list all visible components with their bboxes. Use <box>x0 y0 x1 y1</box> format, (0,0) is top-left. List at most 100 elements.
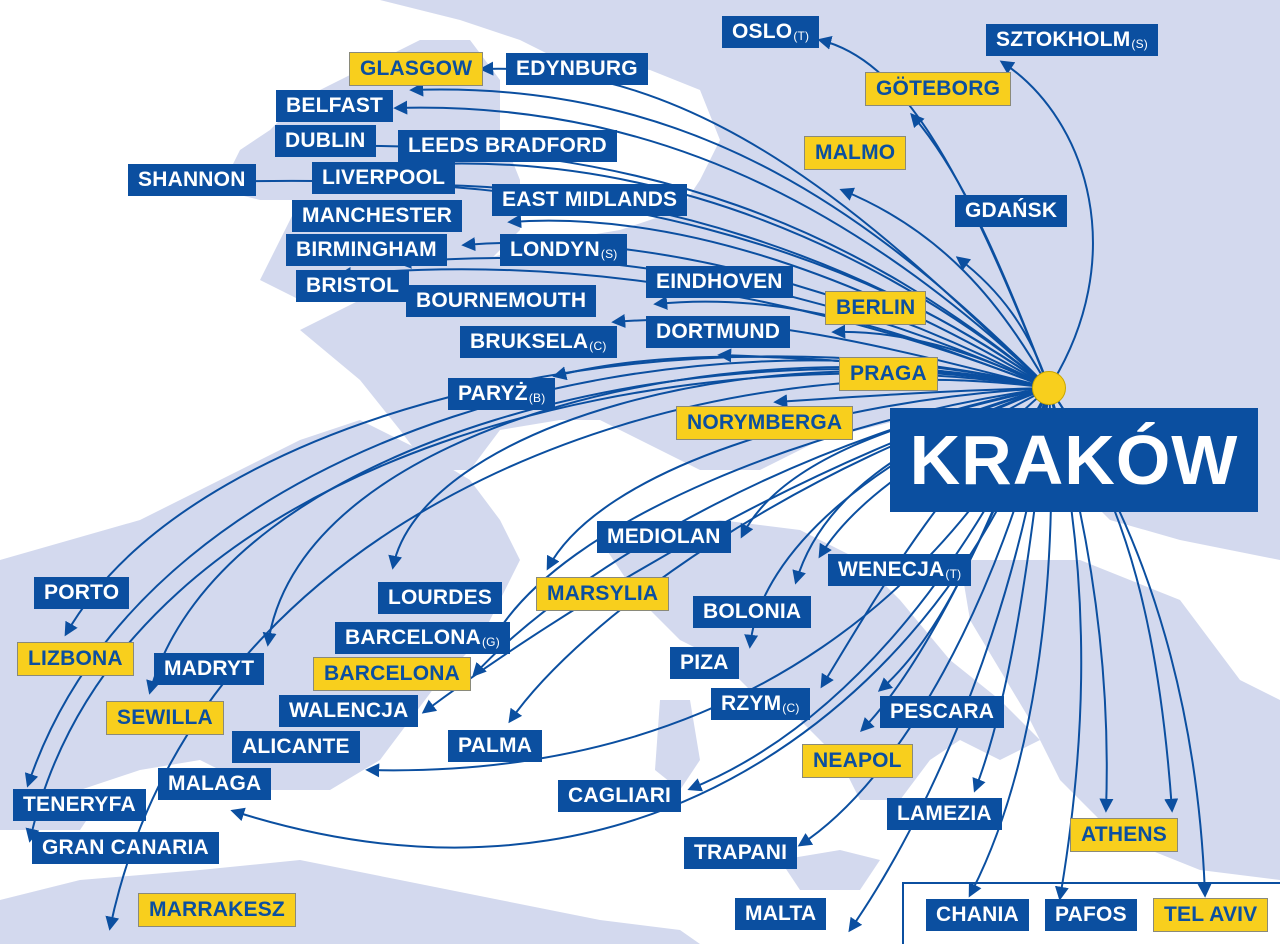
destination-name: MALMO <box>815 141 896 164</box>
destination-label-pescara[interactable]: PESCARA <box>880 696 1005 728</box>
destination-label-malaga[interactable]: MALAGA <box>158 768 272 800</box>
airport-code: (S) <box>600 247 618 261</box>
destination-label-gdansk[interactable]: GDAŃSK <box>955 195 1068 227</box>
destination-label-rzym[interactable]: RZYM(C) <box>711 688 810 720</box>
airport-code: (C) <box>782 701 800 715</box>
destination-label-malta[interactable]: MALTA <box>735 898 827 930</box>
destination-name: TRAPANI <box>694 841 788 864</box>
destination-label-east-midlands[interactable]: EAST MIDLANDS <box>492 184 688 216</box>
destination-label-bolonia[interactable]: BOLONIA <box>693 596 812 628</box>
krakow-hub-dot <box>1032 371 1066 405</box>
destination-label-lizbona[interactable]: LIZBONA <box>17 642 134 676</box>
destination-label-eindhoven[interactable]: EINDHOVEN <box>646 266 793 298</box>
destination-name: EINDHOVEN <box>656 270 783 293</box>
destination-label-dublin[interactable]: DUBLIN <box>275 125 376 157</box>
destination-label-bruksela[interactable]: BRUKSELA(C) <box>460 326 617 358</box>
destination-name: MARSYLIA <box>547 582 659 605</box>
destination-label-marsylia[interactable]: MARSYLIA <box>535 577 670 611</box>
destination-label-mediolan[interactable]: MEDIOLAN <box>597 521 731 553</box>
destination-label-neapol[interactable]: NEAPOL <box>802 744 913 778</box>
destination-label-gran-canaria[interactable]: GRAN CANARIA <box>32 832 219 864</box>
destination-name: PALMA <box>458 734 533 757</box>
destination-label-belfast[interactable]: BELFAST <box>276 90 394 122</box>
destination-label-liverpool[interactable]: LIVERPOOL <box>312 162 456 194</box>
destination-name: MANCHESTER <box>302 204 453 227</box>
destination-name: BARCELONA <box>324 662 460 685</box>
destination-label-lamezia[interactable]: LAMEZIA <box>887 798 1002 830</box>
destination-name: PIZA <box>680 651 729 674</box>
destination-label-birmingham[interactable]: BIRMINGHAM <box>286 234 447 266</box>
destination-label-palma[interactable]: PALMA <box>448 730 543 762</box>
destination-label-barcelona-g[interactable]: BARCELONA(G) <box>335 622 510 654</box>
destination-name: BIRMINGHAM <box>296 238 437 261</box>
destination-label-malmo[interactable]: MALMO <box>803 136 907 170</box>
destination-name: PRAGA <box>850 362 927 385</box>
destination-label-leeds-bradford[interactable]: LEEDS BRADFORD <box>398 130 617 162</box>
destination-name: EDYNBURG <box>516 57 638 80</box>
destination-label-alicante[interactable]: ALICANTE <box>232 731 360 763</box>
airport-code: (C) <box>589 339 607 353</box>
destination-label-berlin[interactable]: BERLIN <box>824 291 927 325</box>
destination-label-dortmund[interactable]: DORTMUND <box>646 316 791 348</box>
destination-label-sewilla[interactable]: SEWILLA <box>106 701 224 735</box>
destination-name: WENECJA <box>838 558 945 581</box>
destination-label-wenecja[interactable]: WENECJA(T) <box>828 554 972 586</box>
destination-name: LONDYN <box>510 238 600 261</box>
airport-code: (G) <box>481 635 500 649</box>
destination-label-piza[interactable]: PIZA <box>670 647 739 679</box>
destination-name: LEEDS BRADFORD <box>408 134 607 157</box>
airport-code: (T) <box>793 29 810 43</box>
destination-label-lourdes[interactable]: LOURDES <box>378 582 503 614</box>
destination-label-edynburg[interactable]: EDYNBURG <box>506 53 648 85</box>
destination-name: BERLIN <box>836 296 916 319</box>
destination-name: PORTO <box>44 581 120 604</box>
destination-label-porto[interactable]: PORTO <box>34 577 130 609</box>
destination-label-goteborg[interactable]: GÖTEBORG <box>864 72 1012 106</box>
destination-label-cagliari[interactable]: CAGLIARI <box>558 780 682 812</box>
destination-name: MARRAKESZ <box>149 898 285 921</box>
destination-label-norymberga[interactable]: NORYMBERGA <box>675 406 854 440</box>
airport-code: (S) <box>1131 37 1149 51</box>
destination-name: MALAGA <box>168 772 262 795</box>
destination-label-paryz[interactable]: PARYŻ(B) <box>448 378 556 410</box>
destination-label-glasgow[interactable]: GLASGOW <box>348 52 484 86</box>
destination-name: WALENCJA <box>289 699 409 722</box>
destination-label-shannon[interactable]: SHANNON <box>128 164 256 196</box>
destination-name: TEL AVIV <box>1164 903 1258 926</box>
destination-label-barcelona[interactable]: BARCELONA <box>313 657 471 691</box>
destination-name: DORTMUND <box>656 320 781 343</box>
destination-name: GÖTEBORG <box>876 77 1001 100</box>
destination-label-sztokholm[interactable]: SZTOKHOLM(S) <box>986 24 1159 56</box>
destination-name: LAMEZIA <box>897 802 992 825</box>
destination-name: OSLO <box>732 20 793 43</box>
destination-label-marrakesz[interactable]: MARRAKESZ <box>138 893 296 927</box>
destination-label-madryt[interactable]: MADRYT <box>154 653 265 685</box>
destination-name: EAST MIDLANDS <box>502 188 678 211</box>
destination-name: LOURDES <box>388 586 493 609</box>
airport-code: (T) <box>945 567 962 581</box>
destination-label-bristol[interactable]: BRISTOL <box>296 270 410 302</box>
destination-label-athens[interactable]: ATHENS <box>1070 818 1178 852</box>
destination-label-tel-aviv[interactable]: TEL AVIV <box>1152 898 1269 932</box>
destination-name: GDAŃSK <box>965 199 1058 222</box>
destination-name: LIZBONA <box>28 647 123 670</box>
destination-label-chania[interactable]: CHANIA <box>926 899 1029 931</box>
destination-name: RZYM <box>721 692 782 715</box>
destination-name: DUBLIN <box>285 129 366 152</box>
destination-name: ALICANTE <box>242 735 350 758</box>
destination-label-manchester[interactable]: MANCHESTER <box>292 200 463 232</box>
destination-label-oslo[interactable]: OSLO(T) <box>722 16 820 48</box>
destination-name: BOURNEMOUTH <box>416 289 587 312</box>
destination-name: NEAPOL <box>813 749 902 772</box>
destination-label-pafos[interactable]: PAFOS <box>1045 899 1137 931</box>
destination-label-teneryfa[interactable]: TENERYFA <box>13 789 146 821</box>
destination-label-londyn[interactable]: LONDYN(S) <box>500 234 628 266</box>
destination-name: SHANNON <box>138 168 246 191</box>
destination-label-trapani[interactable]: TRAPANI <box>684 837 798 869</box>
destination-label-praga[interactable]: PRAGA <box>839 357 938 391</box>
destination-label-walencja[interactable]: WALENCJA <box>279 695 419 727</box>
destination-name: CHANIA <box>936 903 1019 926</box>
destination-name: PESCARA <box>890 700 995 723</box>
destination-label-bournemouth[interactable]: BOURNEMOUTH <box>406 285 597 317</box>
destination-name: PAFOS <box>1055 903 1127 926</box>
